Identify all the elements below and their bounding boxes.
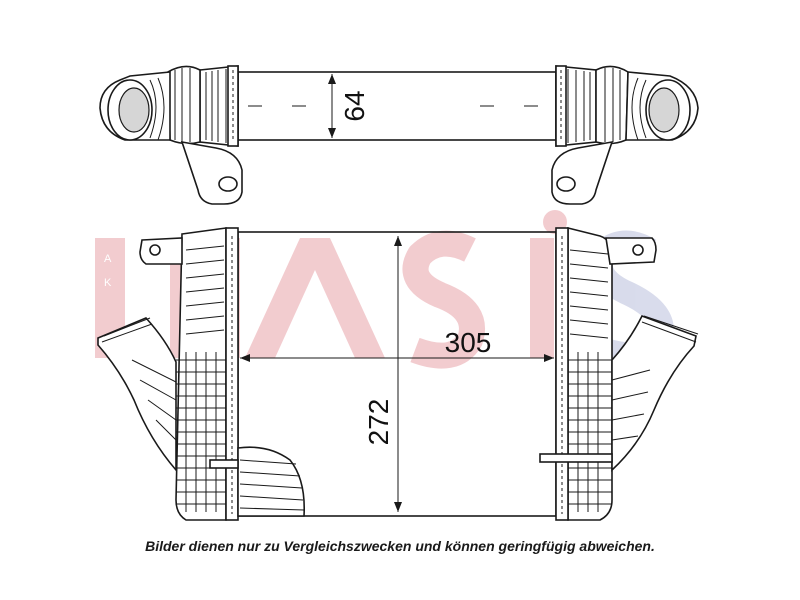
dimension-272: 272 [363, 236, 402, 512]
left-inlet-pipe [97, 317, 177, 473]
left-upper-tab [139, 237, 183, 265]
right-upper-tab [605, 237, 657, 265]
dimension-64-label: 64 [339, 90, 370, 121]
disclaimer-caption: Bilder dienen nur zu Vergleichszwecken u… [145, 538, 655, 554]
left-tank-ribs [176, 352, 226, 512]
dimension-305-label: 305 [445, 327, 492, 358]
dimension-272-label: 272 [363, 399, 394, 446]
right-outlet-pipe [611, 315, 697, 472]
right-mounting-bracket [551, 140, 614, 205]
dimension-305: 305 [240, 327, 554, 362]
top-view-right-tank [551, 65, 699, 205]
front-view-left-tank [97, 227, 306, 521]
left-mounting-bracket [180, 140, 243, 205]
top-view: 64 [99, 65, 699, 205]
svg-text:K: K [104, 277, 112, 289]
right-tank-ribs [568, 352, 612, 512]
top-view-core [237, 71, 557, 141]
top-view-left-tank [99, 65, 243, 205]
front-view: 305 272 [97, 226, 699, 521]
dimension-64: 64 [328, 74, 370, 138]
svg-text:A: A [104, 253, 112, 265]
front-view-right-tank [539, 226, 699, 521]
